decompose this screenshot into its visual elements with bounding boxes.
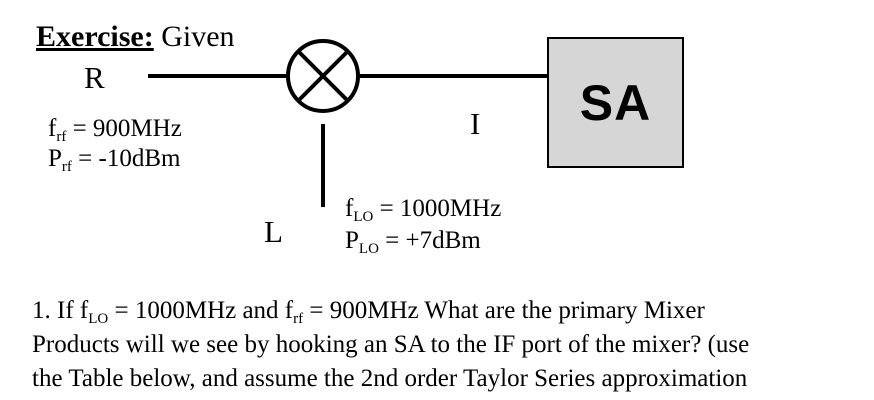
exercise-title-rest: Given [153,20,235,53]
rf-power-subscript: rf [61,159,72,175]
question-line-1-suffix: = 900MHz What are the primary Mixer [303,297,705,324]
lo-power: PLO = +7dBm [345,227,481,257]
question-line-1-mid: = 1000MHz and f [108,297,294,324]
lo-frequency: fLO = 1000MHz [345,195,502,225]
if-port-label: I [470,106,481,141]
question-line-2: Products will we see by hooking an SA to… [32,331,750,358]
exercise-title-bold: Exercise: [36,20,154,53]
spectrum-analyzer-box: SA [547,37,684,168]
lo-power-symbol: P [345,227,359,254]
question-line-1: 1. If fLO = 1000MHz and frf = 900MHz Wha… [32,294,862,328]
lo-frequency-subscript: LO [353,209,374,225]
lo-power-value: = +7dBm [378,227,481,254]
rf-frequency-subscript: rf [56,129,67,145]
rf-frequency-symbol: f [48,115,57,142]
question-rf-subscript: rf [293,311,304,327]
spectrum-analyzer-label: SA [579,74,652,131]
exercise-title: Exercise: Given [36,22,235,52]
lo-power-subscript: LO [358,241,379,257]
lo-frequency-value: = 1000MHz [373,195,502,222]
question-text: 1. If fLO = 1000MHz and frf = 900MHz Wha… [32,294,862,396]
mixer-icon [286,39,360,113]
rf-frequency: frf = 900MHz [48,115,182,145]
rf-power-symbol: P [48,145,62,172]
question-line-3: the Table below, and assume the 2nd orde… [32,365,748,392]
rf-frequency-value: = 900MHz [66,115,182,142]
rf-port-label: R [84,60,105,95]
question-lo-subscript: LO [88,311,109,327]
lo-frequency-symbol: f [345,195,354,222]
rf-power-value: = -10dBm [71,145,181,172]
rf-power: Prf = -10dBm [48,145,181,175]
lo-port-label: L [264,214,283,249]
question-line-1-prefix: 1. If f [32,297,89,324]
